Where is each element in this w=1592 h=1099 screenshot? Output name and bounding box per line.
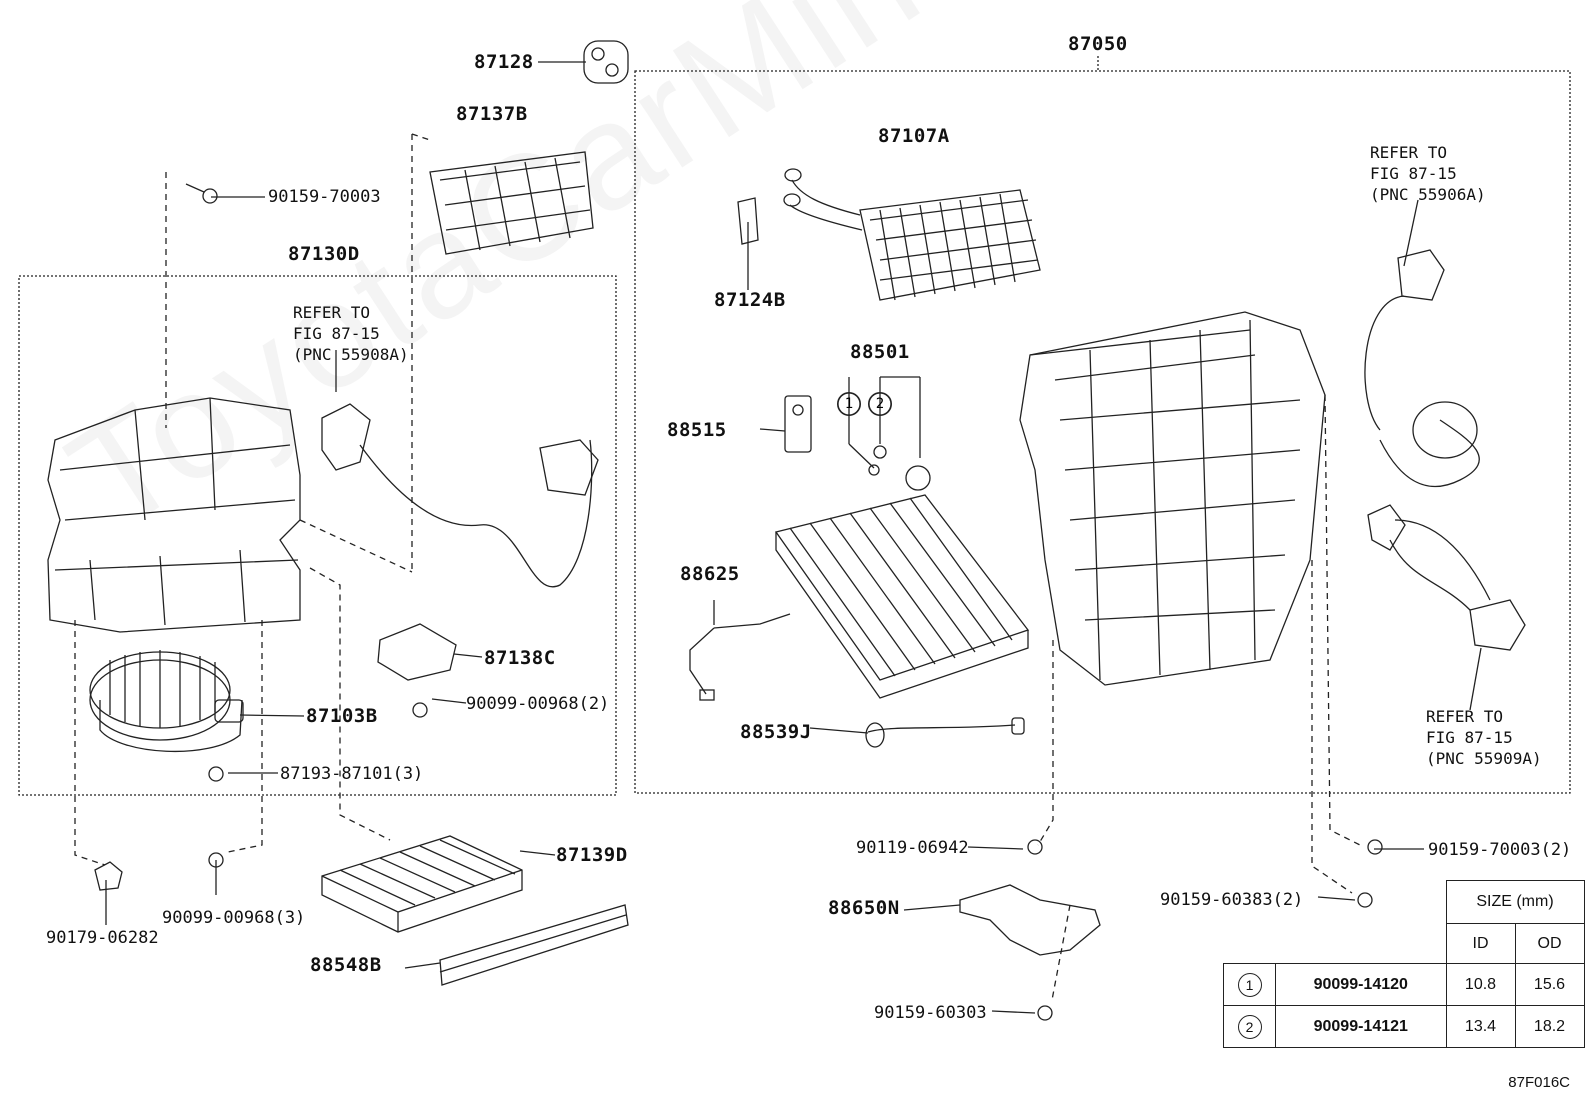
table-id: 10.8 (1445, 963, 1516, 1006)
sensor-88650N (959, 884, 1101, 956)
damper-actuator-right-bottom (1469, 599, 1526, 651)
label-87137B: 87137B (456, 103, 528, 125)
label-90099-00968-3: 90099-00968(3) (162, 908, 306, 928)
table-row: 1 90099-14120 10.8 15.6 (1223, 963, 1585, 1006)
label-87128: 87128 (474, 51, 534, 73)
label-90119-06942: 90119-06942 (856, 838, 969, 858)
label-87139D: 87139D (556, 844, 628, 866)
label-90179-06282: 90179-06282 (46, 928, 159, 948)
expansion-valve-88515 (784, 395, 812, 453)
label-87050: 87050 (1068, 33, 1128, 55)
frame-87050 (634, 70, 1571, 794)
figure-code: 87F016C (1508, 1074, 1570, 1091)
table-part: 90099-14120 (1275, 963, 1447, 1006)
label-90159-60383-2: 90159-60383(2) (1160, 890, 1304, 910)
size-table-title: SIZE (mm) (1445, 880, 1585, 924)
drain-hose-88539J (867, 724, 1016, 733)
heater-core-87107A (859, 189, 1041, 301)
nut-90179-06282 (94, 861, 123, 891)
table-od: 15.6 (1514, 963, 1585, 1006)
label-88501: 88501 (850, 341, 910, 363)
table-part: 90099-14121 (1275, 1005, 1447, 1048)
label-88548B: 88548B (310, 954, 382, 976)
table-od: 18.2 (1514, 1005, 1585, 1048)
thermistor-88625 (689, 613, 791, 695)
table-mark-2: 2 (1237, 1014, 1262, 1039)
resistor-87138C (377, 623, 457, 681)
label-87130D: 87130D (288, 243, 360, 265)
seal-88548B (439, 904, 629, 986)
grommet-87128 (583, 40, 629, 84)
label-87103B: 87103B (306, 705, 378, 727)
air-filter-87139D (321, 835, 523, 933)
label-90159-70003: 90159-70003 (268, 187, 381, 207)
table-id: 13.4 (1445, 1005, 1516, 1048)
label-88650N: 88650N (828, 897, 900, 919)
blower-case (47, 397, 301, 633)
label-87124B: 87124B (714, 289, 786, 311)
label-90159-60303: 90159-60303 (874, 1003, 987, 1023)
clip-87124B (737, 197, 759, 245)
table-row: 2 90099-14121 13.4 18.2 (1223, 1005, 1585, 1048)
bolt-90159-70003 (202, 188, 218, 204)
screen-87137B (429, 151, 594, 255)
label-87193-87101-3: 87193-87101(3) (280, 764, 424, 784)
label-90099-00968-2: 90099-00968(2) (466, 694, 610, 714)
size-table: SIZE (mm) ID OD 1 90099-14120 10.8 15.6 … (1223, 880, 1585, 1048)
size-table-col-od: OD (1514, 923, 1585, 964)
label-88515: 88515 (667, 419, 727, 441)
table-mark-1: 1 (1237, 972, 1262, 997)
heater-case (1019, 311, 1326, 686)
label-88625: 88625 (680, 563, 740, 585)
callout-1: 1 (837, 392, 861, 416)
label-88539J: 88539J (740, 721, 812, 743)
damper-actuator-right-top (1397, 249, 1445, 301)
label-87138C: 87138C (484, 647, 556, 669)
size-table-col-id: ID (1445, 923, 1516, 964)
label-87107A: 87107A (878, 125, 950, 147)
callout-2: 2 (868, 392, 892, 416)
frame-87130D (18, 275, 617, 796)
damper-actuator-left (321, 403, 371, 471)
label-90159-70003-2: 90159-70003(2) (1428, 840, 1572, 860)
